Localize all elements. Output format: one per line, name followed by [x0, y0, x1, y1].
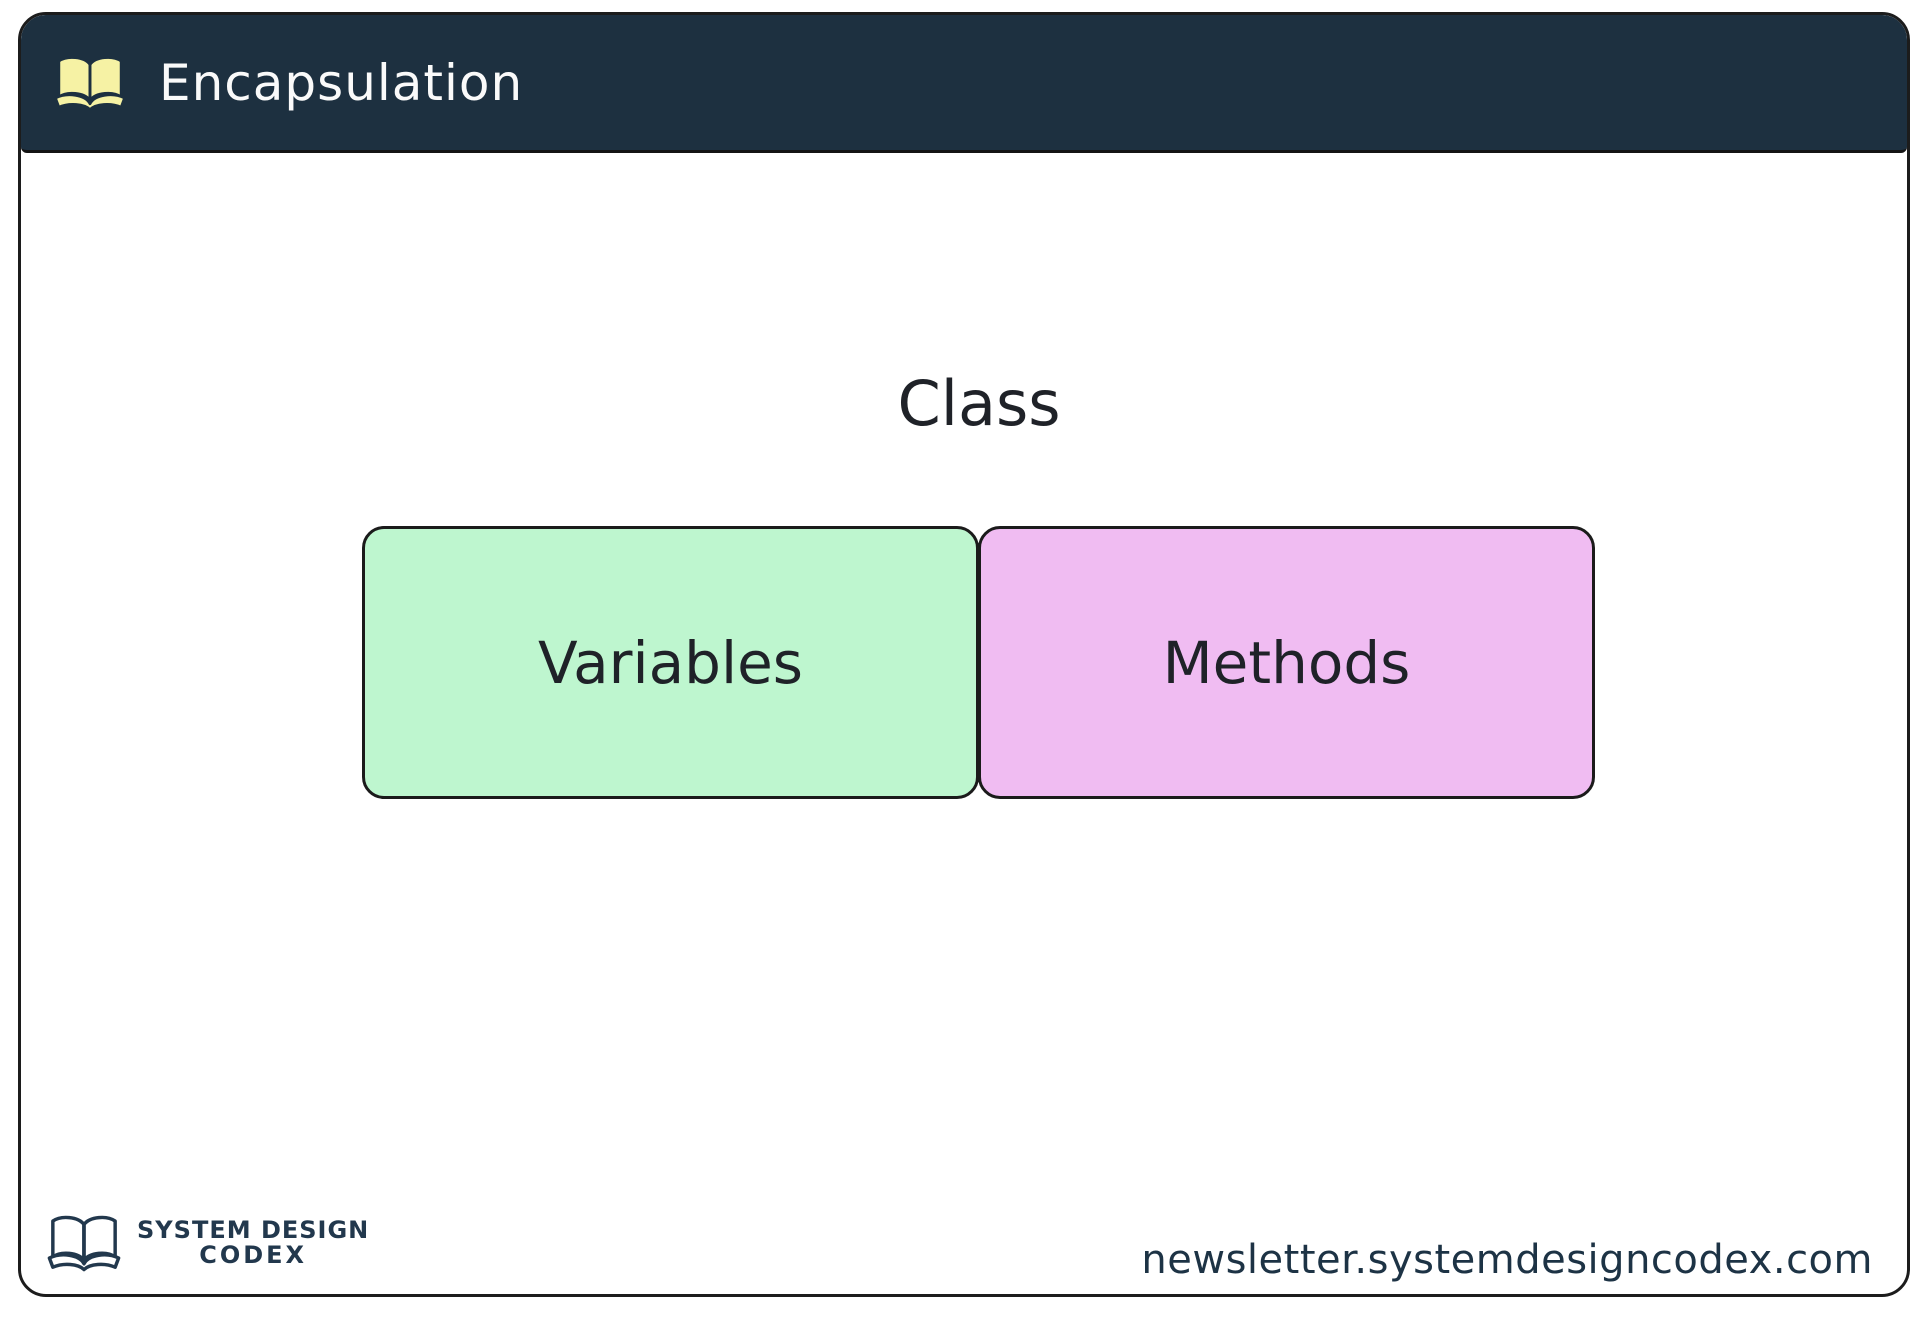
methods-label: Methods	[1162, 628, 1411, 697]
infographic-card: Encapsulation Class Variables Methods SY…	[18, 12, 1910, 1297]
logo-line2: CODEX	[199, 1241, 308, 1269]
open-book-icon	[53, 55, 126, 111]
logo-line1: SYSTEM DESIGN	[137, 1215, 370, 1244]
open-book-icon	[47, 1215, 121, 1272]
logo-text: SYSTEM DESIGN CODEX	[137, 1215, 370, 1269]
system-design-codex-logo: SYSTEM DESIGN CODEX	[41, 1213, 369, 1273]
methods-box: Methods	[978, 526, 1595, 799]
variables-label: Variables	[537, 628, 804, 697]
class-diagram: Variables Methods	[362, 526, 1596, 799]
class-label-container: Class	[362, 367, 1596, 440]
newsletter-url: newsletter.systemdesigncodex.com	[1141, 1237, 1873, 1283]
page-title: Encapsulation	[159, 53, 524, 112]
header-bar: Encapsulation	[21, 15, 1907, 153]
class-label: Class	[897, 367, 1061, 440]
variables-box: Variables	[362, 526, 979, 799]
